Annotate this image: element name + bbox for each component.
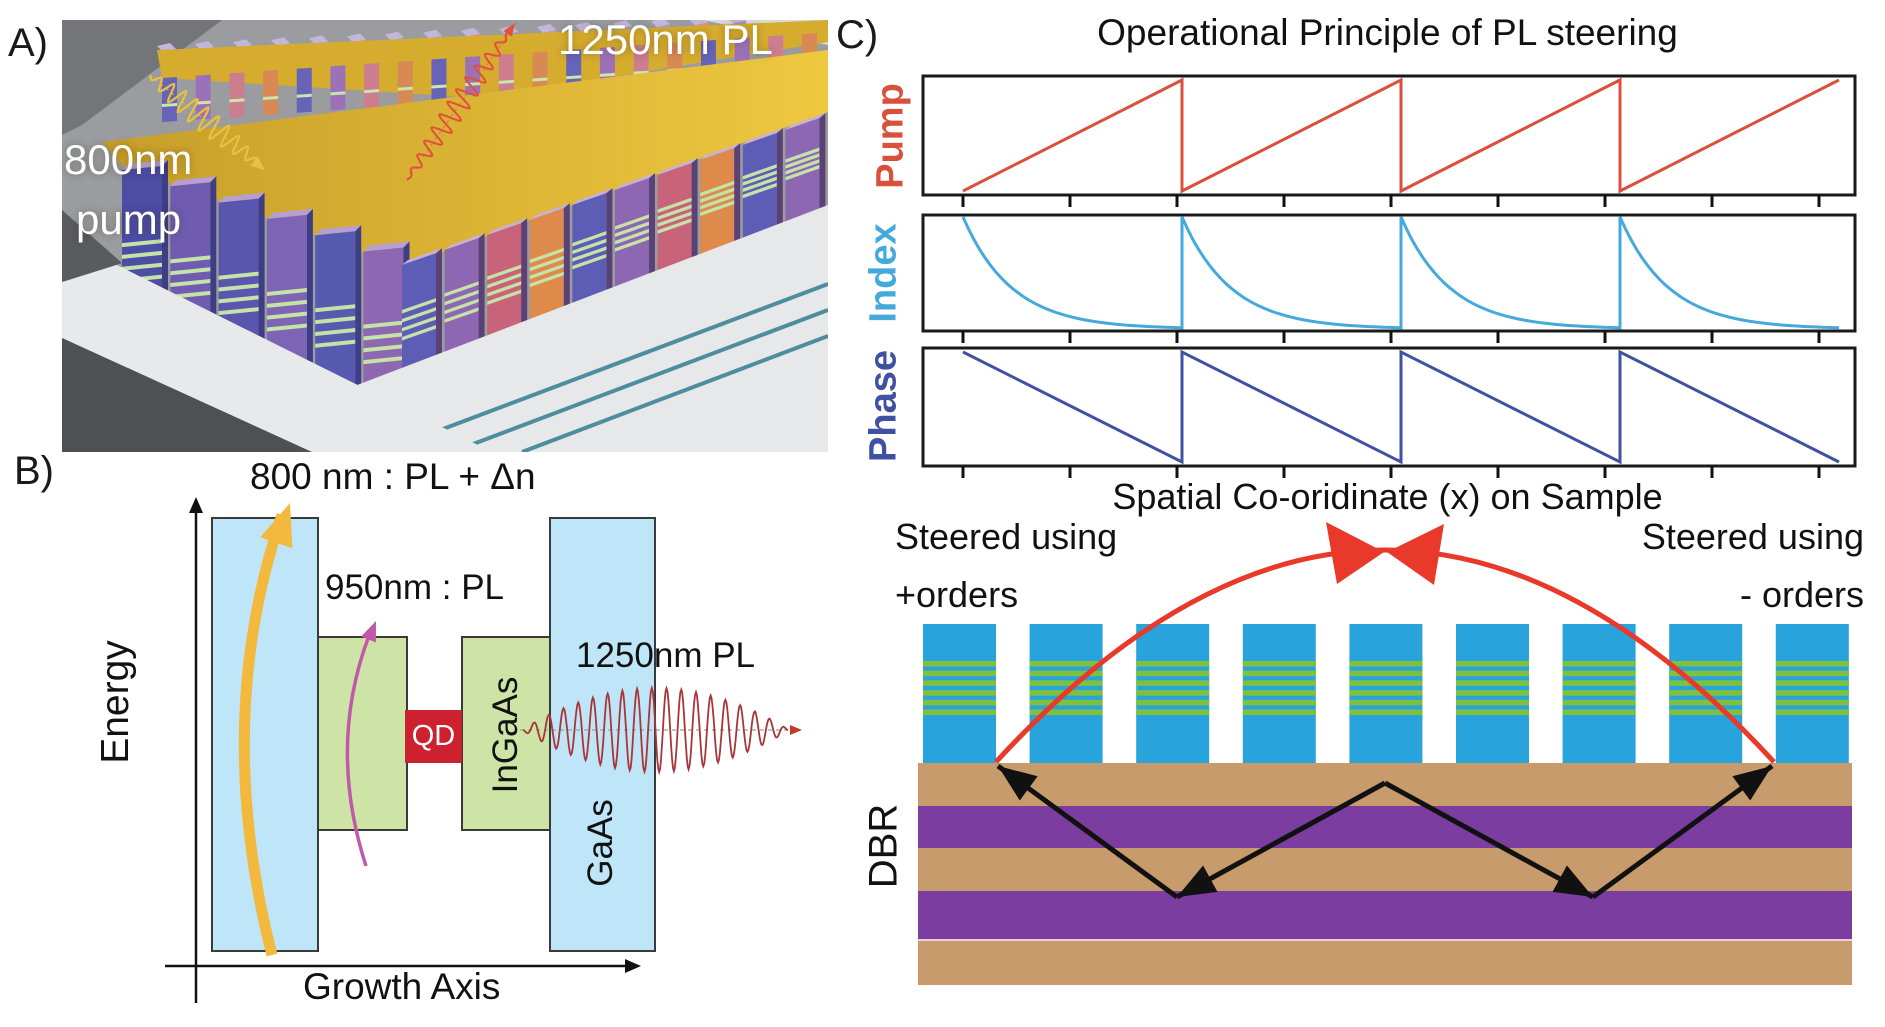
panel-c-label: C) <box>836 13 879 57</box>
panel-a-pl-label: 1250nm PL <box>558 16 773 63</box>
steered-left-label-line2: +orders <box>895 574 1019 615</box>
steering-arc <box>994 522 1776 764</box>
row-label-pump: Pump <box>869 83 912 189</box>
index-plot <box>921 213 1857 343</box>
panel-b-pl-label: 1250nm PL <box>576 636 756 675</box>
nanostructure-3d-render <box>62 20 828 452</box>
panel-b-label: B) <box>14 449 54 493</box>
dbr-stack <box>918 763 1852 985</box>
steered-left-label-line1: Steered using <box>895 516 1118 557</box>
steered-right-label-line2: - orders <box>1739 574 1864 615</box>
steered-right-label-line1: Steered using <box>1641 516 1864 557</box>
spatial-coordinate-axis-label: Spatial Co-oridinate (x) on Sample <box>1112 476 1663 517</box>
row-label-phase: Phase <box>862 350 905 462</box>
pump-plot <box>921 74 1857 207</box>
energy-axis-label: Energy <box>94 640 137 764</box>
growth-axis-label: Growth Axis <box>303 966 501 1007</box>
grating-pillars <box>923 624 1849 763</box>
phase-plot <box>921 346 1857 478</box>
grating-dbr-schematic <box>855 515 1865 995</box>
panel-c-title: Operational Principle of PL steering <box>1097 12 1678 53</box>
dbr-label: DBR <box>861 803 906 889</box>
panel-a-label: A) <box>8 21 48 65</box>
well-pl-label: 950nm : PL <box>325 568 504 607</box>
pump-wavelength-label-line2: pump <box>76 196 182 243</box>
row-label-index: Index <box>862 223 905 323</box>
pump-wavelength-label-line1: 800nm <box>64 136 193 183</box>
pl-steering-plots <box>920 70 1865 485</box>
band-diagram-art <box>100 455 830 1020</box>
gaas-label: GaAs <box>581 799 620 887</box>
ingaas-label: InGaAs <box>486 676 525 794</box>
qd-label: QD <box>411 720 456 752</box>
panel-b-title: 800 nm : PL + Δn <box>250 456 536 497</box>
dbr-reflection-rays <box>996 763 1774 900</box>
